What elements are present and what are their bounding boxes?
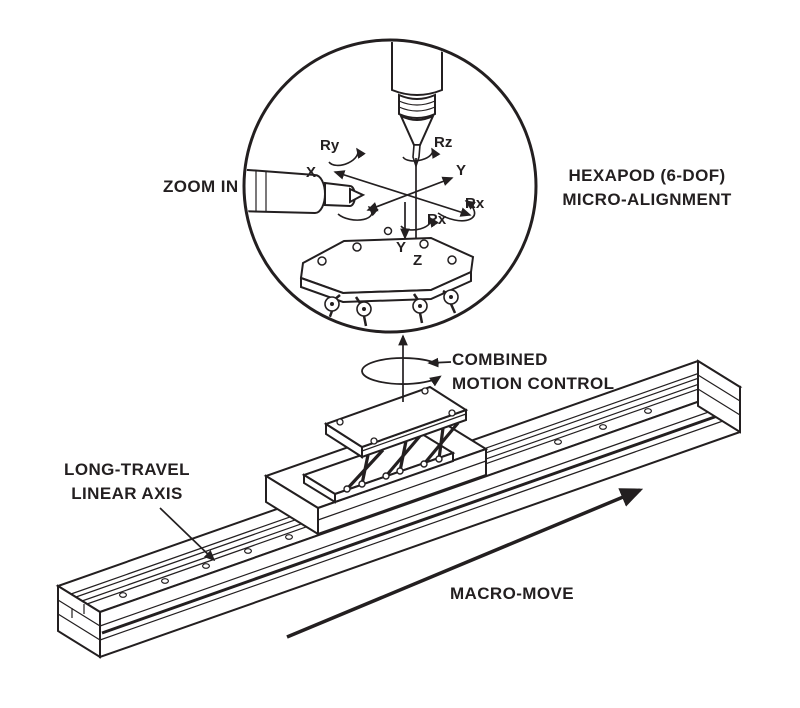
hexapod-joints [343,455,443,493]
ry-rotation-arrow [328,147,366,167]
rail-front-slot [101,406,741,635]
rotation-ellipse-arrow [361,357,442,387]
rz-rotation-arrow [402,147,441,162]
axis-labels: X Y Ry Rz Rx Rx Y Z [306,134,485,269]
hexapod-struts [345,421,460,491]
rx-right-rotation-arrow [437,200,476,222]
hexapod-top-plate-bevel [361,413,467,452]
macro-move-arrow [286,488,644,639]
combined-label-line2: MOTION CONTROL [452,374,614,393]
axis-y-line [366,176,454,212]
axis-label-ry: Ry [320,137,340,154]
long-travel-label-line2: LINEAR AXIS [71,484,182,503]
rail-front-slot-edges [99,400,741,641]
zoom-plate-side [300,270,472,304]
hexapod-label-line1: HEXAPOD (6-DOF) [568,166,725,185]
rail-end-profile-left [57,599,101,641]
hexapod [301,385,469,504]
long-travel-pointer-arrow [159,507,216,562]
rail-mounting-holes [118,408,652,598]
spindle-collet [398,93,436,119]
axis-label-rx-right: Rx [465,195,485,212]
rail-end-profile-right [697,374,741,416]
zoom-hexapod-plate [299,226,475,327]
axis-label-rz: Rz [434,134,452,151]
axis-label-z: Z [413,252,422,269]
macro-move-label: MACRO-MOVE [450,584,574,603]
axis-label-y-lower: Y [396,239,406,256]
long-travel-label-line1: LONG-TRAVEL [64,460,190,479]
spindle-cone [398,113,436,146]
combined-motion-pointer-arrow [427,357,452,368]
probe-barrel-rings [255,170,267,213]
dof-rotation-arrows [328,147,476,231]
rx-lower-rotation-arrow [400,216,439,231]
carriage-end-face [265,474,319,536]
zoom-circle-contents [246,42,476,327]
zoom-plate-holes [317,226,457,266]
axis-label-y-right: Y [456,162,466,179]
hexapod-label-line2: MICRO-ALIGNMENT [562,190,732,209]
hexapod-base-plate-side [303,473,336,504]
rail-end-face-right [697,359,741,434]
carriage-step-line [317,460,487,521]
rail-end-face-left [57,584,101,659]
axis-label-x: X [306,164,316,181]
spindle-collet-rings [398,100,436,112]
zoom-flexure-joints [324,289,459,327]
dof-axes [333,158,472,252]
combined-label-line1: COMBINED [452,350,548,369]
hexapod-top-plate-screws [336,387,456,445]
axis-label-rx-lower: Rx [427,211,447,228]
hexapod-top-plate-top [323,385,469,449]
combined-motion-symbol [361,334,452,402]
zoom-in-label: ZOOM IN [163,177,239,196]
